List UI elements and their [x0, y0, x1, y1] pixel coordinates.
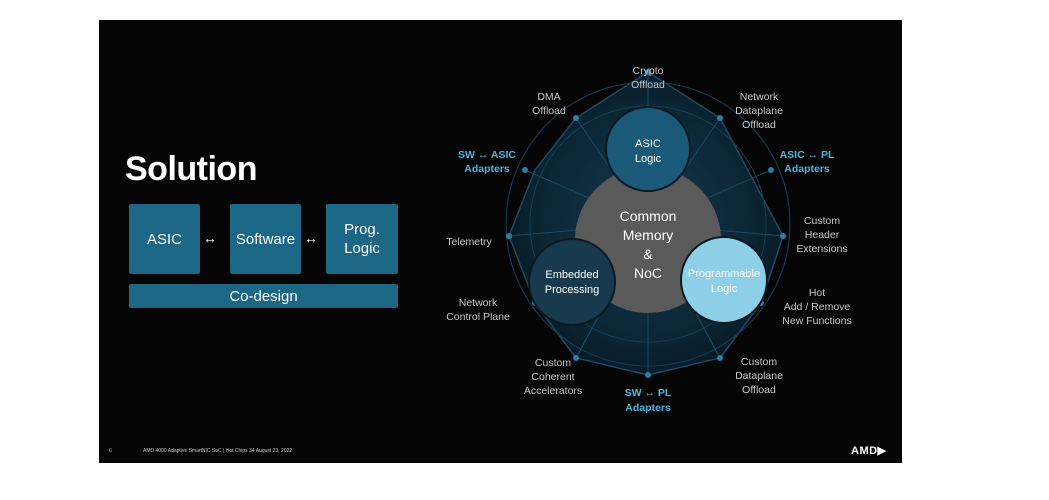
- prog-logic-line1: Prog.: [344, 221, 380, 238]
- label-network-control-2: Control Plane: [446, 311, 510, 323]
- asic-logic-circle: [605, 106, 691, 192]
- center-line2: Memory: [623, 227, 674, 243]
- label-custom-header-2: Header: [805, 229, 840, 241]
- slide-title: Solution: [125, 150, 257, 188]
- center-line4: NoC: [634, 265, 662, 281]
- embedded-processing-circle: [528, 238, 616, 326]
- label-sw-asic-1: SW ↔ ASIC: [458, 149, 516, 161]
- label-custom-dataplane-3: Offload: [742, 384, 776, 396]
- label-custom-dataplane-2: Dataplane: [735, 370, 783, 382]
- center-line1: Common: [620, 208, 677, 224]
- label-dma-2: Offload: [532, 105, 566, 117]
- label-coherent-3: Accelerators: [524, 385, 582, 397]
- software-box-label: Software: [235, 230, 296, 248]
- asic-box-label: ASIC: [146, 230, 182, 248]
- programmable-line1: Programmable: [688, 268, 760, 280]
- codesign-label: Co-design: [229, 287, 298, 305]
- embedded-line2: Processing: [545, 284, 599, 296]
- slide: Common Memory & NoC ASIC Logic Embedded …: [99, 20, 902, 463]
- label-hot-add-3: New Functions: [782, 315, 851, 327]
- page-number: 6: [109, 448, 112, 454]
- arrow-software-prog: ↔: [304, 230, 318, 246]
- software-box: Software: [230, 204, 301, 274]
- label-network-dataplane-1: Network: [740, 91, 779, 103]
- footer-text: AMD 4000 Adaptive SmartNIC SoC | Hot Chi…: [143, 448, 293, 454]
- label-network-dataplane-3: Offload: [742, 119, 776, 131]
- amd-logo: AMD▶: [851, 445, 887, 457]
- label-network-control-1: Network: [459, 297, 498, 309]
- label-telemetry: Telemetry: [446, 236, 492, 248]
- programmable-line2: Logic: [711, 283, 738, 295]
- prog-logic-box: Prog. Logic: [326, 204, 398, 274]
- prog-logic-line2: Logic: [344, 240, 380, 257]
- label-custom-header-1: Custom: [804, 215, 840, 227]
- label-custom-header-3: Extensions: [796, 243, 847, 255]
- arrow-asic-software: ↔: [203, 230, 217, 246]
- codesign-bar: Co-design: [129, 284, 398, 308]
- embedded-line1: Embedded: [545, 269, 598, 281]
- label-dma-1: DMA: [537, 91, 560, 103]
- label-network-dataplane-2: Dataplane: [735, 105, 783, 117]
- programmable-logic-circle: [680, 236, 768, 324]
- asic-box: ASIC: [129, 204, 200, 274]
- asic-logic-line2: Logic: [635, 153, 662, 165]
- label-sw-pl-1: SW ↔ PL: [625, 387, 672, 399]
- label-sw-asic-2: Adapters: [464, 163, 510, 175]
- label-sw-pl-2: Adapters: [625, 402, 671, 414]
- label-crypto-1: Crypto: [633, 65, 664, 77]
- label-hot-add-2: Add / Remove: [784, 301, 851, 313]
- asic-logic-line1: ASIC: [635, 138, 661, 150]
- label-coherent-1: Custom: [535, 357, 571, 369]
- label-crypto-2: Offload: [631, 79, 665, 91]
- label-hot-add-1: Hot: [809, 287, 825, 299]
- soc-diagram: Common Memory & NoC ASIC Logic Embedded …: [446, 65, 852, 414]
- label-asic-pl-1: ASIC ↔ PL: [780, 149, 835, 161]
- label-custom-dataplane-1: Custom: [741, 356, 777, 368]
- label-coherent-2: Coherent: [531, 371, 574, 383]
- center-line3: &: [643, 246, 653, 262]
- label-asic-pl-2: Adapters: [784, 163, 830, 175]
